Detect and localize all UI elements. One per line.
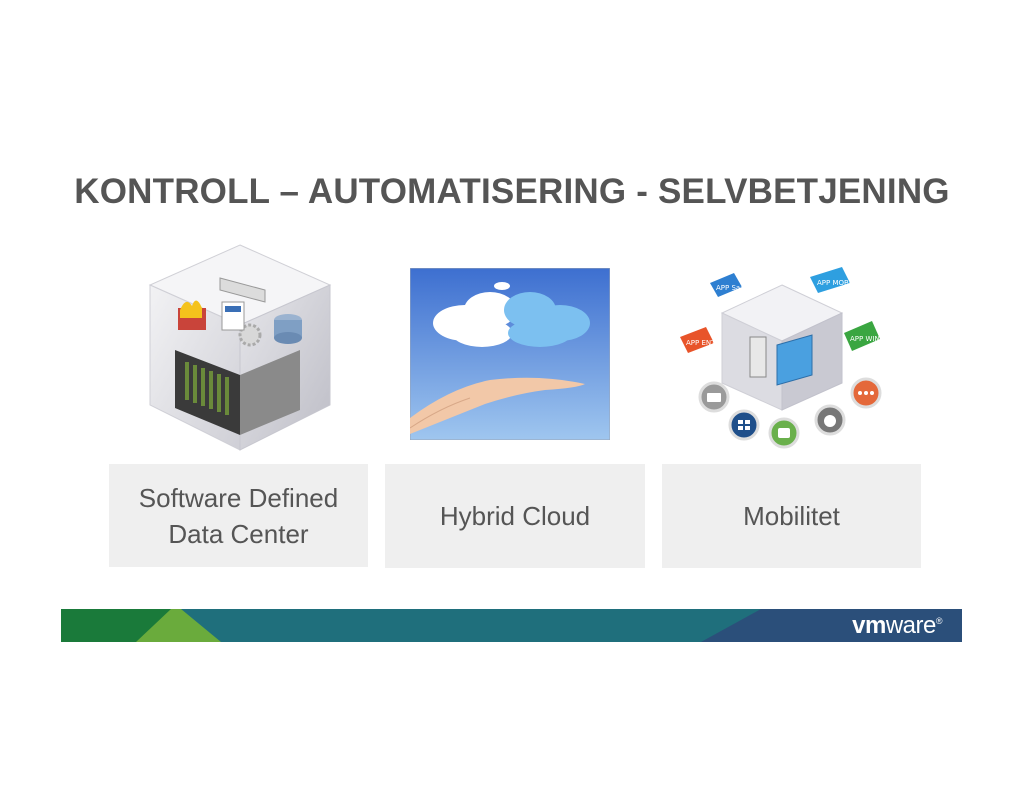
datacenter-cube-image — [140, 240, 340, 455]
footer-stripes — [61, 609, 962, 642]
badge-ent-label: APP ENT — [686, 339, 716, 347]
card-hybrid-cloud: Hybrid Cloud — [385, 464, 645, 568]
card-software-defined-data-center: Software Defined Data Center — [109, 464, 368, 567]
badge-mobile-label: APP MOBILE — [817, 279, 859, 287]
footer-band: vmware® — [61, 609, 962, 642]
badge-saas-label: APP SaaS — [716, 284, 749, 292]
card-sddc-line1: Software Defined — [138, 482, 339, 513]
card-sddc-line2: Data Center — [168, 518, 309, 549]
hybrid-cloud-image — [410, 268, 610, 440]
badge-win-label: APP WIN — [850, 335, 880, 343]
mobility-image: APP SaaS APP MOBILE APP ENT APP WIN — [672, 265, 894, 455]
card-hybrid-cloud-label: Hybrid Cloud — [439, 501, 591, 531]
card-mobilitet-label: Mobilitet — [743, 501, 840, 531]
vmware-logo: vmware® — [852, 612, 942, 639]
page-title: KONTROLL – AUTOMATISERING - SELVBETJENIN… — [74, 172, 950, 211]
card-mobilitet: Mobilitet — [662, 464, 921, 568]
